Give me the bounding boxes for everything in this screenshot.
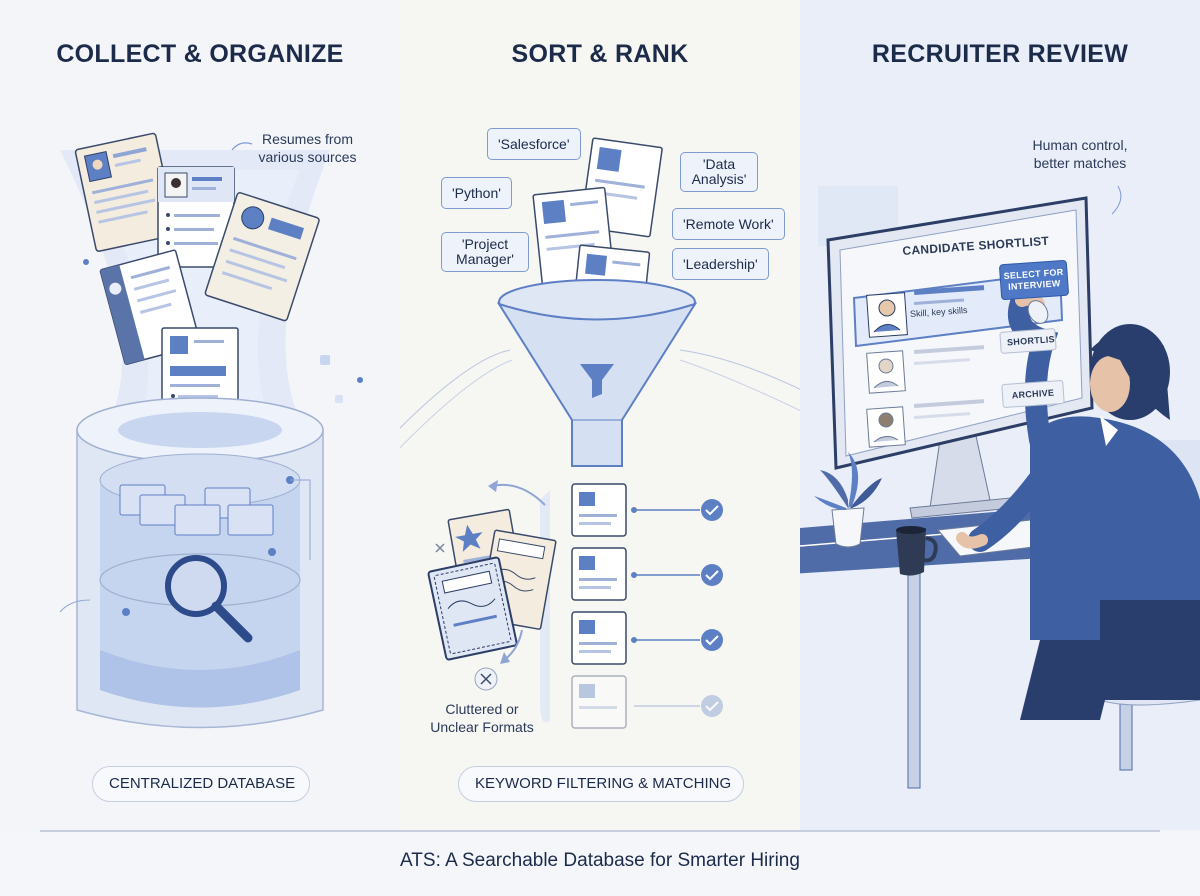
user-icon bbox=[878, 412, 894, 428]
centralized-database-label: CENTRALIZED DATABASE bbox=[92, 766, 310, 802]
matched-resume bbox=[571, 483, 627, 537]
collect-illustration bbox=[59, 132, 363, 729]
matched-resume bbox=[571, 547, 627, 601]
keyword-tag-project-manager: 'Project Manager' bbox=[441, 232, 529, 272]
filter-icon bbox=[580, 364, 614, 398]
check-icon bbox=[631, 564, 723, 586]
arrow-icon bbox=[500, 629, 523, 664]
keyword-filtering-label: KEYWORD FILTERING & MATCHING bbox=[458, 766, 744, 802]
sort-illustration bbox=[400, 137, 800, 729]
user-icon bbox=[878, 358, 894, 374]
filter-funnel bbox=[496, 279, 698, 467]
check-icon bbox=[631, 499, 723, 521]
sort-title: SORT & RANK bbox=[511, 40, 689, 68]
footer-caption: ATS: A Searchable Database for Smarter H… bbox=[400, 850, 800, 871]
review-illustration bbox=[800, 185, 1200, 789]
check-icon bbox=[634, 695, 723, 717]
matched-resume bbox=[571, 611, 627, 665]
footer-divider bbox=[40, 830, 1160, 832]
check-icon bbox=[631, 629, 723, 651]
archive-button[interactable]: ARCHIVE bbox=[1001, 379, 1065, 409]
review-note: Human control, better matches bbox=[1032, 137, 1128, 171]
arrow-icon bbox=[488, 480, 546, 506]
rejected-label: Cluttered or Unclear Formats bbox=[430, 701, 534, 735]
mouse-icon bbox=[1027, 300, 1049, 324]
matched-resume bbox=[571, 675, 627, 729]
rejected-resume bbox=[427, 556, 518, 661]
keyword-tag-python: 'Python' bbox=[441, 177, 512, 209]
keyword-tag-leadership: 'Leadership' bbox=[672, 248, 769, 280]
database-cylinder bbox=[59, 397, 324, 729]
magnifier-icon bbox=[165, 555, 253, 643]
select-for-interview-button[interactable]: SELECT FOR INTERVIEW bbox=[998, 259, 1070, 301]
keyword-tag-salesforce: 'Salesforce' bbox=[487, 128, 581, 160]
resume-card bbox=[204, 192, 320, 322]
mug-icon bbox=[896, 526, 938, 576]
close-icon bbox=[474, 667, 498, 691]
shortlist-button[interactable]: SHORTLIST bbox=[999, 328, 1057, 354]
recruiter-figure bbox=[956, 289, 1200, 720]
close-icon bbox=[435, 543, 445, 553]
keyword-tag-data-analysis: 'Data Analysis' bbox=[680, 152, 758, 192]
collect-title: COLLECT & ORGANIZE bbox=[56, 40, 344, 68]
collect-note: Resumes from various sources bbox=[258, 131, 357, 165]
plant-icon bbox=[814, 452, 882, 548]
user-icon bbox=[878, 299, 896, 317]
resume-card bbox=[74, 132, 178, 252]
review-title: RECRUITER REVIEW bbox=[871, 40, 1129, 68]
user-icon bbox=[171, 178, 181, 188]
user-icon bbox=[92, 159, 103, 170]
keyword-tag-remote-work: 'Remote Work' bbox=[672, 208, 785, 240]
